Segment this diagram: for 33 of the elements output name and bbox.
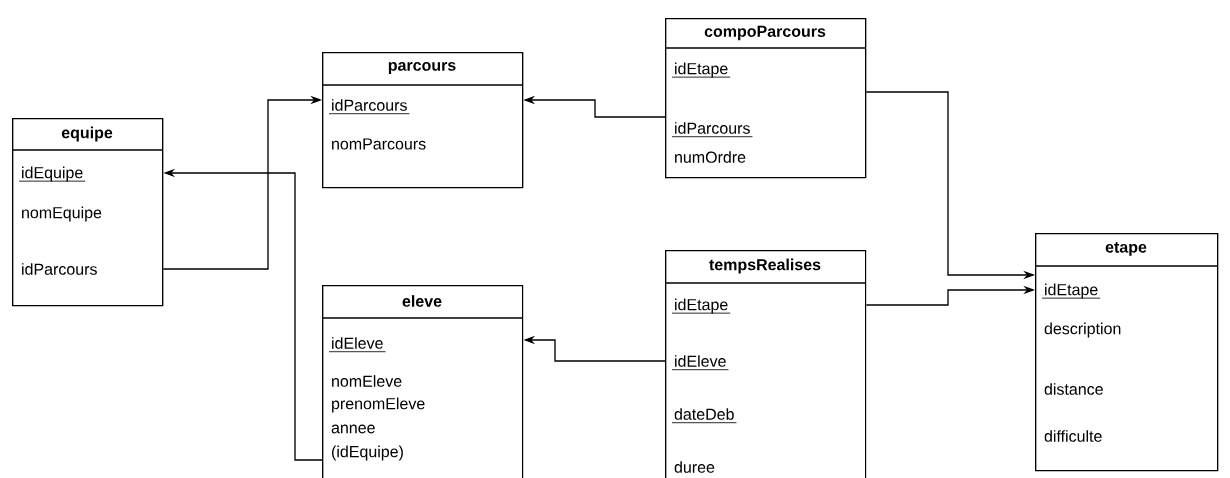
table-field: duree xyxy=(674,461,715,473)
key-field: dateDeb xyxy=(671,408,737,424)
table-field: nomEleve xyxy=(332,375,402,387)
key-field: idEtape xyxy=(1041,283,1101,299)
table-title: etape xyxy=(1105,242,1147,256)
key-field: idEleve xyxy=(328,337,386,353)
table-field: (idEquipe) xyxy=(332,445,403,461)
table-field: difficulte xyxy=(1044,430,1102,442)
table-field: nomParcours xyxy=(332,138,426,150)
table-field: description xyxy=(1044,322,1121,338)
table-box xyxy=(664,18,867,179)
table-title: parcours xyxy=(388,62,456,74)
table-field: idParcours xyxy=(22,263,97,275)
table-box xyxy=(321,285,524,478)
key-field: idEleve xyxy=(671,355,729,371)
table-title: tempsRealises xyxy=(709,258,821,274)
table-field: annee xyxy=(331,424,375,434)
key-field: idParcours xyxy=(328,99,410,115)
table-title: eleve xyxy=(402,295,442,307)
table-box xyxy=(321,52,524,189)
key-field: idEtape xyxy=(671,62,731,78)
table-field: prenomEleve xyxy=(332,397,425,413)
key-field: idEquipe xyxy=(18,166,86,182)
table-field: numOrdre xyxy=(675,151,746,163)
table-box xyxy=(664,250,867,478)
table-box xyxy=(11,118,164,307)
table-title: equipe xyxy=(61,126,113,142)
table-field: nomEquipe xyxy=(22,206,102,222)
table-field: distance xyxy=(1044,383,1103,395)
table-box xyxy=(1034,233,1219,472)
key-field: idParcours xyxy=(671,122,753,138)
key-field: idEtape xyxy=(671,298,731,314)
table-title: compoParcours xyxy=(704,25,826,41)
